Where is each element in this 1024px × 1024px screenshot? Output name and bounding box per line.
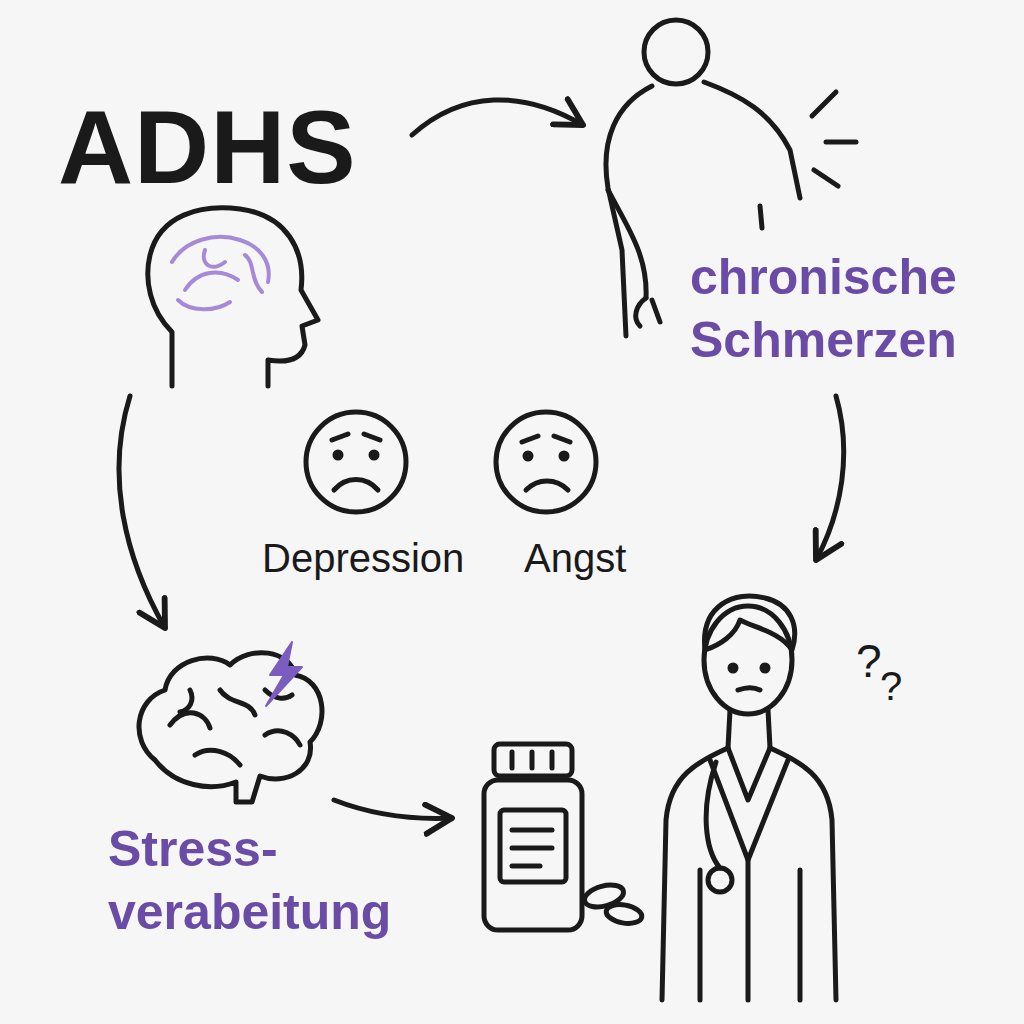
question-mark: ? (856, 636, 882, 687)
emotion-label: Depression (262, 536, 464, 580)
symptom-label: chronische Schmerzen (585, 20, 1010, 379)
leader-arrow (816, 396, 844, 560)
question-mark: ? (880, 664, 902, 708)
sad-face (496, 412, 596, 512)
node-text: chronische Schmerzen (690, 246, 957, 371)
node-text: Stress-verabeitung (108, 818, 391, 943)
curved-arrow (412, 100, 583, 135)
lightning (266, 642, 302, 706)
topic-heading: ADHS (50, 85, 410, 390)
pill-bottle (484, 744, 643, 930)
doctor-figure (662, 596, 836, 1000)
symptom-label: Stress-verabeitung (100, 630, 410, 970)
leader-arrow (334, 800, 452, 818)
emotion-label: Angst (524, 536, 626, 580)
curved-arrow (119, 396, 165, 628)
head-icon (148, 208, 318, 386)
node-text: ADHS (58, 93, 357, 202)
sad-face (306, 412, 406, 512)
